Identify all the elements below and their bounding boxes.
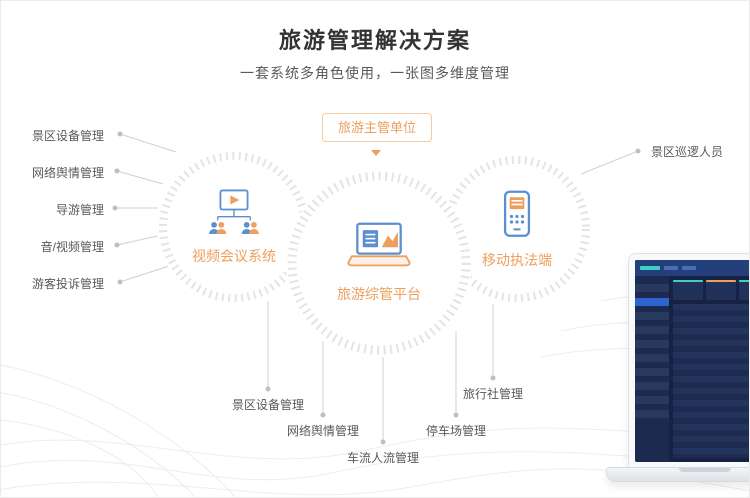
mobile-enforcement-icon (495, 189, 539, 244)
video-conference-icon (205, 188, 263, 240)
feature-label-left: 导游管理 (55, 203, 104, 217)
feature-label-bottom: 停车场管理 (425, 424, 486, 438)
down-arrow-icon (371, 150, 381, 156)
feature-label-bottom: 旅行社管理 (462, 387, 523, 401)
dashboard-main (669, 276, 749, 462)
feature-label-left: 音/视频管理 (40, 240, 104, 254)
laptop-base (606, 467, 749, 482)
dashboard-stat-tiles (673, 280, 749, 300)
dashboard-display (635, 260, 749, 462)
feature-label-left: 景区设备管理 (31, 129, 104, 143)
node-label-tourism-platform: 旅游综管平台 (337, 286, 421, 302)
node-tourism-platform: 旅游综管平台 (286, 170, 472, 356)
dashboard-topbar (635, 260, 749, 276)
node-label-mobile-enforcement: 移动执法端 (482, 251, 552, 268)
feature-label-bottom: 景区设备管理 (231, 398, 304, 412)
feature-label-bottom: 网络舆情管理 (286, 424, 359, 438)
page-title: 旅游管理解决方案 (278, 28, 471, 53)
dashboard-sidebar-active-item (635, 298, 669, 306)
laptop-dashboard-icon (341, 222, 417, 278)
tick-ring (444, 156, 590, 302)
dashboard-table-rows (673, 304, 749, 458)
node-label-video-conference: 视频会议系统 (192, 248, 276, 264)
authority-box: 旅游主管单位 (322, 113, 432, 142)
laptop-screen (628, 253, 749, 469)
tick-ring (287, 171, 471, 355)
feature-label-left: 网络舆情管理 (31, 166, 104, 180)
dashboard-sidebar (635, 276, 669, 462)
page-subtitle: 一套系统多角色使用，一张图多维度管理 (240, 65, 510, 81)
feature-label-bottom: 车流人流管理 (346, 451, 419, 465)
feature-label-right: 景区巡逻人员 (651, 145, 724, 159)
feature-label-left: 游客投诉管理 (31, 277, 104, 291)
node-video-conference: 视频会议系统 (157, 150, 311, 304)
